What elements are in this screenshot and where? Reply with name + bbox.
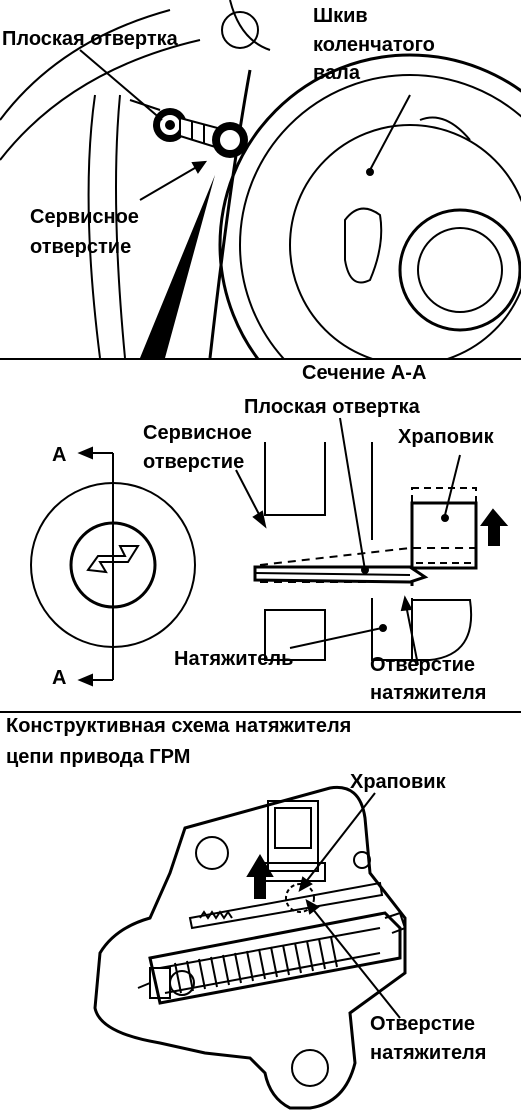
label-tensioner: Натяжитель [174,648,294,670]
engine-outline-arc [0,9,171,121]
leader-ratchet-3 [304,792,376,884]
leader-screwdriver [79,49,163,121]
leader-pulley [369,94,411,171]
label-pulley-line1: Шкив [313,5,368,27]
crankshaft-pulley [218,53,521,358]
section-pointer [140,175,215,358]
label-diagram-title-line1: Конструктивная схема натяжителя [6,715,352,737]
up-arrow [480,508,509,546]
label-flat-screwdriver: Плоская отвертка [2,28,178,50]
leader-service-hole [139,164,201,201]
label-ratchet-2: Храповик [398,426,494,448]
label-service-hole-2-line2: отверстие [143,451,245,473]
leader-screwdriver-2 [339,417,366,571]
leader-tensioner [289,627,383,649]
tensioner-hole-circle [285,883,315,913]
label-marker-a-top: А [52,444,67,466]
up-arrow-2 [246,854,274,899]
mount-hole-bottom [291,1049,329,1087]
crankshaft-drawing [0,0,521,358]
label-section-aa: Сечение А-А [302,362,427,384]
label-marker-a-bottom: А [52,667,67,689]
tensioner-drawing [93,785,407,1110]
label-tensioner-hole-2-line2: натяжителя [370,682,487,704]
leader-service-hole-2 [235,469,263,521]
spring-coils [174,936,338,994]
label-service-hole-2-line1: Сервисное [143,422,252,444]
label-tensioner-hole-3-line1: Отверстие [370,1013,476,1035]
label-tensioner-hole-2-line1: Отверстие [370,654,476,676]
label-pulley-line3: вала [313,62,360,84]
ratchet-block [410,501,478,570]
label-flat-screwdriver-2: Плоская отвертка [244,396,420,418]
leader-tensioner-hole [405,604,419,666]
label-service-hole-line2: отверстие [30,236,132,258]
label-service-hole-line1: Сервисное [30,206,139,228]
mount-hole-top [195,836,229,870]
label-pulley-line2: коленчатого [313,34,435,56]
label-ratchet-3: Храповик [350,771,446,793]
leader-ratchet [444,454,461,516]
flat-screwdriver [153,108,248,158]
section-drawing [30,417,509,687]
divider-2 [0,711,521,713]
label-diagram-title-line2: цепи привода ГРМ [6,746,191,768]
divider-1 [0,358,521,360]
label-tensioner-hole-3-line2: натяжителя [370,1042,487,1064]
tensioner-housing [93,785,407,1110]
leader-tensioner-hole-3 [311,907,401,1019]
panel-section-aa: Сечение А-А Плоская отвертка Сервисное о… [0,360,521,710]
panel-tensioner-diagram: Конструктивная схема натяжителя цепи при… [0,713,521,1112]
panel-crankshaft-view: Плоская отвертка Шкив коленчатого вала С… [0,0,521,358]
